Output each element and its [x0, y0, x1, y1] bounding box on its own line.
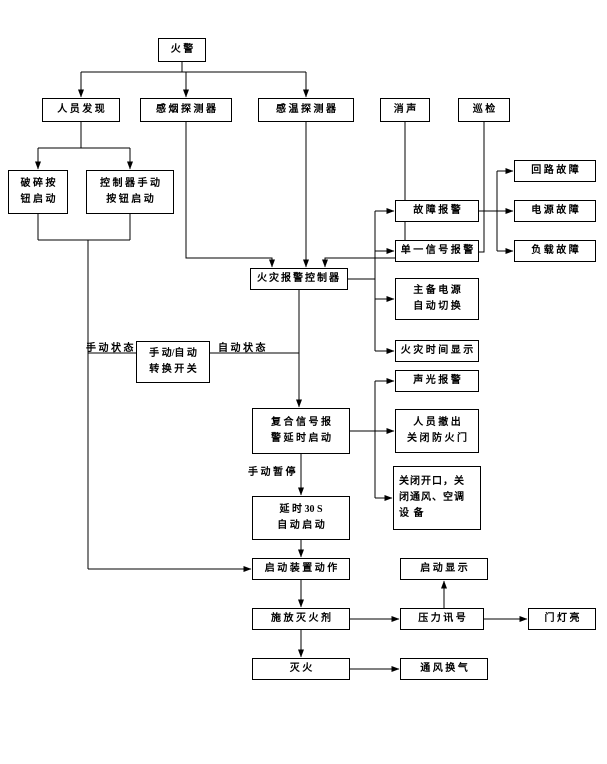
box-door-light: 门 灯 亮: [528, 608, 596, 630]
box-power-switch: 主 备 电 源 自 动 切 换: [395, 278, 479, 320]
box-load-fault: 负 载 故 障: [514, 240, 596, 262]
box-delay-30s: 延 时 30 S 自 动 启 动: [252, 496, 350, 540]
box-fire-time: 火 灾 时 间 显 示: [395, 340, 479, 362]
box-composite-delay: 复 合 信 号 报 警 延 时 启 动: [252, 408, 350, 454]
label-manual-pause: 手 动 暂 停: [248, 467, 296, 478]
label-manual-state: 手 动 状 态: [86, 343, 134, 354]
box-sound-light: 声 光 报 警: [395, 370, 479, 392]
box-evacuate: 人 员 撤 出 关 闭 防 火 门: [395, 409, 479, 453]
box-fault-alarm: 故 障 报 警: [395, 200, 479, 222]
box-extinguish: 灭 火: [252, 658, 350, 680]
box-pressure-signal: 压 力 讯 号: [400, 608, 484, 630]
box-temp-detector: 感 温 探 测 器: [258, 98, 354, 122]
box-ventilation: 通 风 换 气: [400, 658, 488, 680]
box-close-openings: 关闭开口，关 闭通风、空调 设 备: [393, 466, 481, 530]
box-fire-alarm: 火 警: [158, 38, 206, 62]
box-patrol: 巡 检: [458, 98, 510, 122]
box-fire-controller: 火灾报警控制器: [250, 268, 348, 290]
box-silence: 消 声: [380, 98, 430, 122]
box-transfer-switch: 手 动/自 动 转 换 开 关: [136, 341, 210, 383]
connector-smoke-to-controller: [185, 122, 275, 268]
connector-silence-to-controller: [322, 122, 406, 268]
box-power-fault: 电 源 故 障: [514, 200, 596, 222]
label-auto-state: 自 动 状 态: [218, 343, 266, 354]
box-ctrl-manual: 控 制 器 手 动 按 钮 启 动: [86, 170, 174, 214]
box-start-device: 启 动 装 置 动 作: [252, 558, 350, 580]
box-release-agent: 施 放 灭 火 剂: [252, 608, 350, 630]
box-personnel: 人 员 发 现: [42, 98, 120, 122]
box-smoke-detector: 感 烟 探 测 器: [140, 98, 232, 122]
box-break-button: 破 碎 按 钮 启 动: [8, 170, 68, 214]
box-loop-fault: 回 路 故 障: [514, 160, 596, 182]
connector-patrol-join: [405, 122, 485, 253]
box-start-display: 启 动 显 示: [400, 558, 488, 580]
box-single-signal: 单 一 信 号 报 警: [395, 240, 479, 262]
